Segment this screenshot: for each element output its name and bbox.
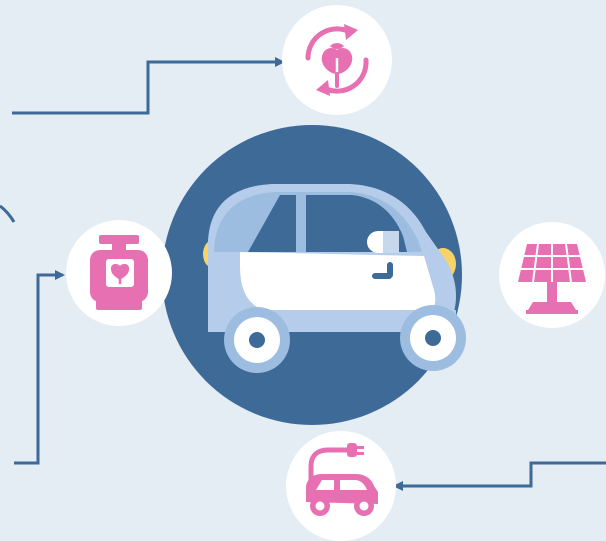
connector-partial-left-edge — [0, 204, 16, 223]
connector-to-left-node — [14, 270, 65, 465]
connector-lines — [0, 57, 606, 491]
bio-leaf-recycle-icon — [305, 24, 369, 96]
node-right — [499, 222, 605, 328]
solar-panel-icon — [518, 243, 586, 314]
connector-to-bottom-node — [393, 461, 606, 491]
ev-charging-car-icon — [306, 443, 378, 516]
node-bottom — [286, 431, 396, 541]
node-left — [66, 220, 172, 326]
electric-car-icon — [203, 184, 466, 373]
biogas-cylinder-icon — [90, 235, 148, 310]
node-top — [282, 5, 392, 115]
connector-to-top-node — [12, 57, 285, 115]
